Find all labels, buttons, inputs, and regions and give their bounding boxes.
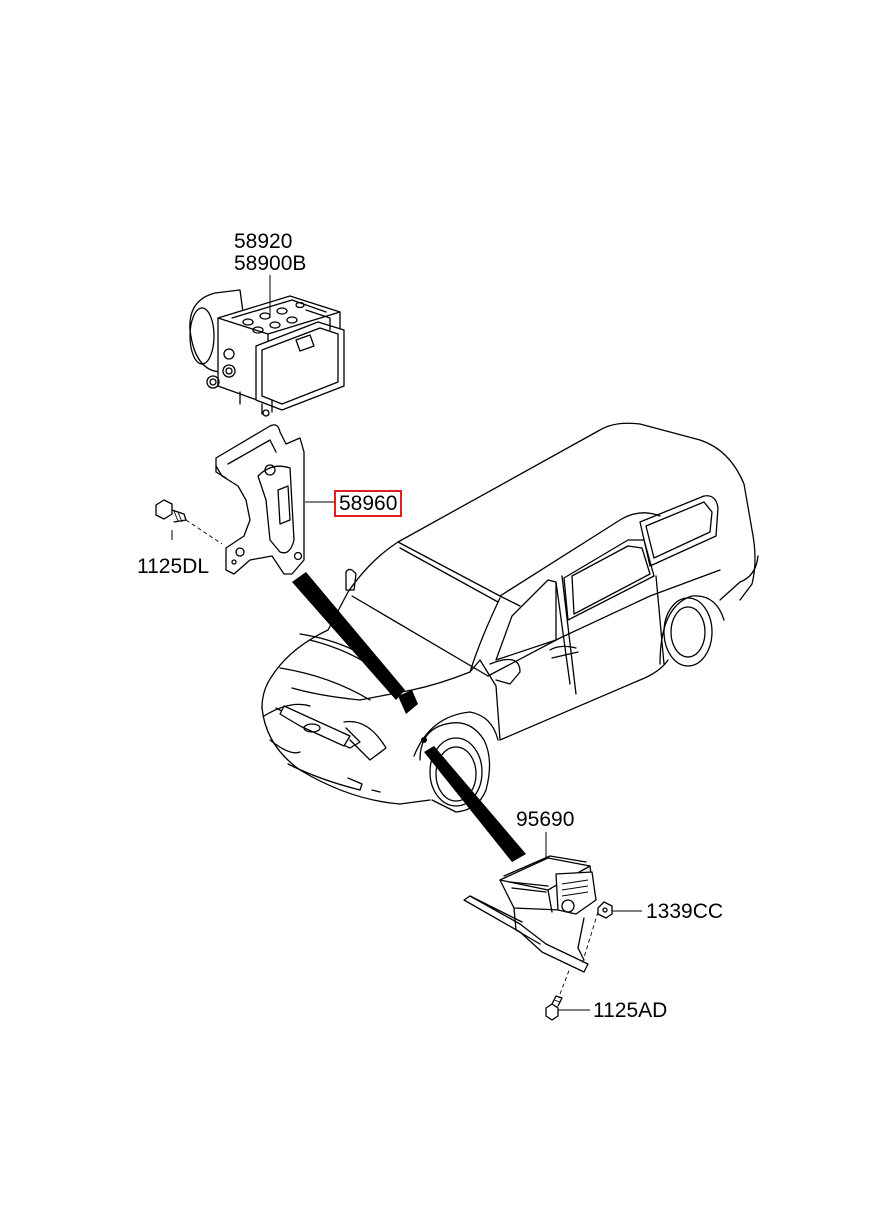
callout-band-sensor: [424, 746, 526, 862]
callout-band-abs: [292, 572, 405, 700]
bolt-1125dl[interactable]: [155, 499, 187, 523]
bolt-1125ad[interactable]: [545, 995, 563, 1021]
part-label-58920[interactable]: 58920: [234, 230, 293, 253]
part-label-1339cc[interactable]: 1339CC: [646, 900, 724, 923]
nut-1339cc[interactable]: [597, 901, 613, 919]
part-label-1125ad[interactable]: 1125AD: [593, 999, 668, 1022]
part-label-58900b[interactable]: 58900B: [234, 252, 307, 275]
part-label-58960[interactable]: 58960: [334, 490, 403, 517]
abs-hydraulic-module[interactable]: [189, 289, 345, 417]
abs-bracket[interactable]: [215, 424, 305, 575]
yaw-rate-sensor[interactable]: [463, 855, 597, 973]
part-label-1125dl[interactable]: 1125DL: [137, 555, 210, 578]
part-label-95690[interactable]: 95690: [516, 808, 575, 831]
vehicle-outline: [261, 422, 759, 813]
